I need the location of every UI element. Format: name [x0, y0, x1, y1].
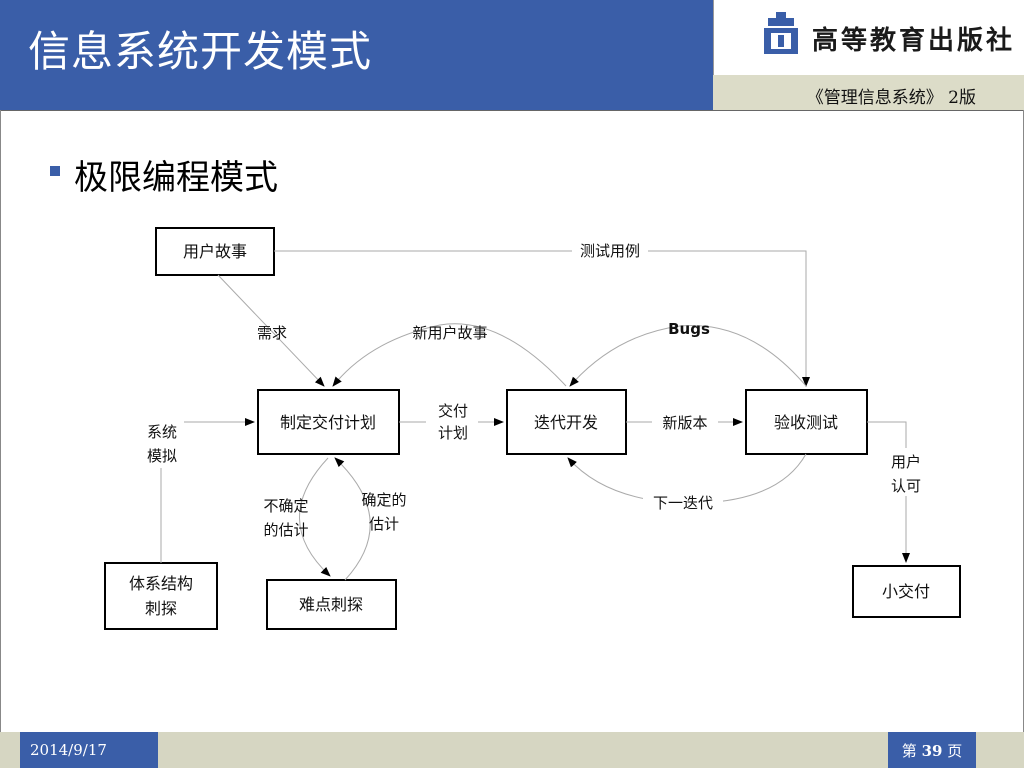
box-architecture-spike: 体系结构 刺探 [104, 562, 218, 630]
page-number: 39 [921, 742, 943, 760]
arrow-new-user-story [332, 323, 567, 387]
label-delivery-plan-1: 交付 [438, 402, 468, 420]
box-make-plan: 制定交付计划 [257, 389, 400, 455]
label-bugs: Bugs [668, 320, 710, 338]
label-new-user-story: 新用户故事 [412, 324, 487, 342]
footer-bar [0, 732, 1024, 768]
page-suffix: 页 [942, 742, 963, 760]
box-acceptance-label: 验收测试 [774, 413, 838, 432]
box-architecture-label-1: 体系结构 [129, 574, 193, 593]
header-divider [0, 110, 1024, 111]
arrow-user-accept [867, 421, 910, 563]
label-user-accept-2: 认可 [891, 477, 921, 495]
label-system-2: 模拟 [147, 447, 177, 465]
arrow-bugs [569, 325, 807, 387]
footer-page-box [888, 732, 976, 768]
page-prefix: 第 [901, 742, 922, 760]
publisher-logo-text: 高等教育出版社 [812, 26, 1016, 56]
box-architecture-label-2: 刺探 [145, 599, 177, 618]
arrow-certain-estimate [334, 457, 371, 581]
label-uncertain-1: 不确定 [263, 497, 308, 515]
label-new-version: 新版本 [662, 414, 707, 432]
box-small-delivery: 小交付 [852, 565, 961, 618]
label-delivery-plan-2: 计划 [438, 424, 468, 442]
label-test-case: 测试用例 [580, 242, 640, 260]
box-hard-spike: 难点刺探 [266, 579, 397, 630]
footer-page-number: 第 39 页 [888, 740, 976, 761]
book-title-bar [713, 75, 1024, 110]
label-user-accept-1: 用户 [891, 453, 921, 471]
footer-date: 2014/9/17 [30, 741, 107, 759]
footer-date-box [20, 732, 158, 768]
label-next-iteration: 下一迭代 [653, 494, 713, 512]
box-user-story-label: 用户故事 [183, 242, 247, 261]
box-small-delivery-label: 小交付 [882, 582, 930, 601]
box-acceptance: 验收测试 [745, 389, 868, 455]
arrow-test-case [274, 250, 810, 387]
box-iteration: 迭代开发 [506, 389, 627, 455]
box-hard-spike-label: 难点刺探 [299, 595, 363, 614]
slide-title: 信息系统开发模式 [28, 27, 373, 76]
header-bar [0, 0, 713, 110]
box-make-plan-label: 制定交付计划 [280, 413, 376, 432]
arrow-uncertain-estimate [299, 457, 331, 577]
frame-left-line [0, 110, 1, 732]
label-certain-2: 估计 [369, 515, 399, 533]
book-title: 《管理信息系统》 2版 [806, 88, 976, 108]
label-uncertain-2: 的估计 [263, 521, 308, 539]
bullet-square-icon [50, 166, 60, 176]
label-certain-1: 确定的 [361, 491, 406, 509]
box-iteration-label: 迭代开发 [534, 413, 598, 432]
label-system-1: 系统 [147, 423, 177, 441]
label-requirement: 需求 [257, 324, 287, 342]
bullet-heading: 极限编程模式 [74, 158, 278, 198]
box-user-story: 用户故事 [155, 227, 275, 276]
arrow-requirement [217, 274, 325, 387]
